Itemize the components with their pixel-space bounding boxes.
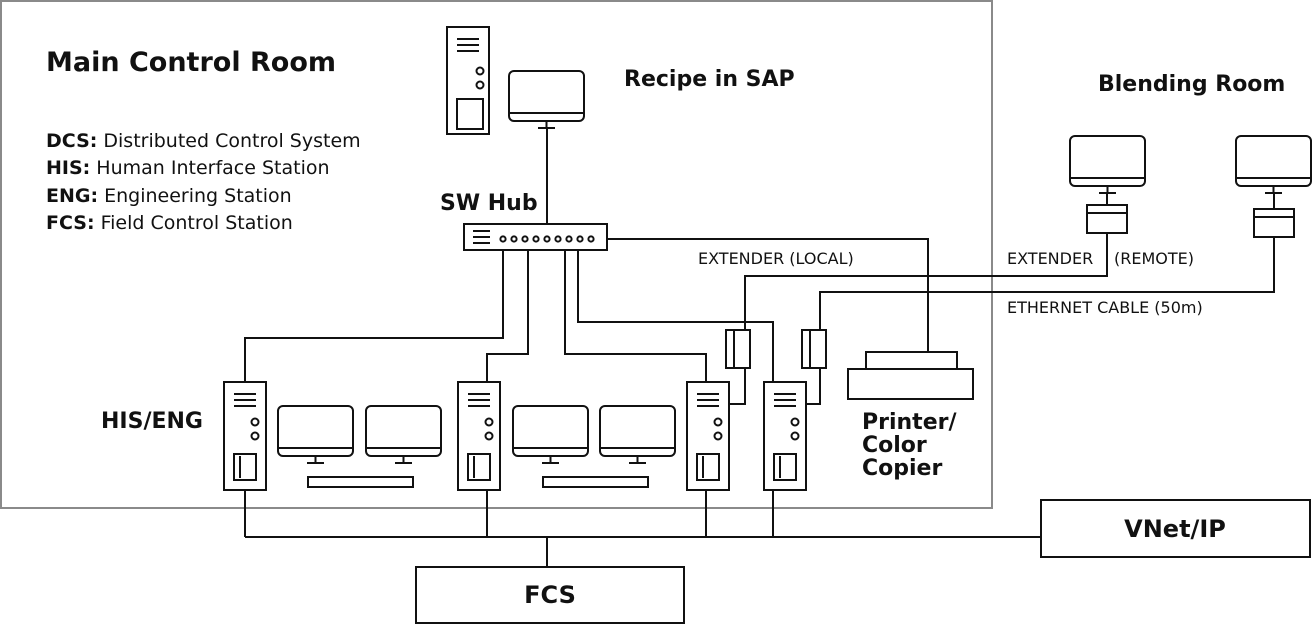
printer-icon [847,351,974,400]
vnet-bus [244,490,1041,567]
fcs-label: FCS [524,581,576,609]
extender-local-label: EXTENDER (LOCAL) [698,249,854,268]
his-monitor-1 [277,405,354,464]
his-monitor-2 [365,405,442,464]
fcs-box [415,566,685,624]
printer-label-line-2: Color [862,433,927,458]
blending-monitor-2 [1235,135,1312,194]
local-extender-boxes [725,329,827,369]
legend-item-fcs: FCS: Field Control Station [46,212,293,234]
blending-monitor-1 [1069,135,1146,194]
eng-tower-2 [763,381,807,491]
sw-hub [463,223,608,251]
his-tower-2 [457,381,501,491]
his-tower-1 [223,381,267,491]
legend: DCS: Distributed Control System HIS: Hum… [46,130,361,234]
keyboard-1 [307,476,414,488]
main-room-title: Main Control Room [46,47,336,78]
his-monitor-4 [599,405,676,464]
sap-monitor [508,70,585,129]
printer-label-line-1: Printer/ [862,410,957,435]
sap-server-tower [446,26,490,135]
hub-label: SW Hub [440,191,538,216]
extender-cables [730,233,1275,405]
legend-item-his: HIS: Human Interface Station [46,157,330,179]
main-control-room-boundary [0,0,993,509]
legend-item-dcs: DCS: Distributed Control System [46,130,361,152]
hub-cables [244,128,929,384]
eng-tower-1 [686,381,730,491]
recipe-label: Recipe in SAP [624,67,795,92]
keyboard-2 [542,476,649,488]
blending-room-title: Blending Room [1098,72,1285,97]
remote-extender-1 [1086,204,1128,234]
vnet-label: VNet/IP [1124,515,1226,543]
extender-remote-label-a: EXTENDER [1007,249,1093,268]
his-eng-label: HIS/ENG [101,409,203,434]
his-monitor-3 [512,405,589,464]
remote-extender-2 [1253,208,1295,238]
printer-label-line-3: Copier [862,456,942,481]
ethernet-cable-label: ETHERNET CABLE (50m) [1007,298,1203,317]
extender-remote-label-b: (REMOTE) [1114,249,1194,268]
vnet-box [1040,499,1311,558]
legend-item-eng: ENG: Engineering Station [46,185,292,207]
